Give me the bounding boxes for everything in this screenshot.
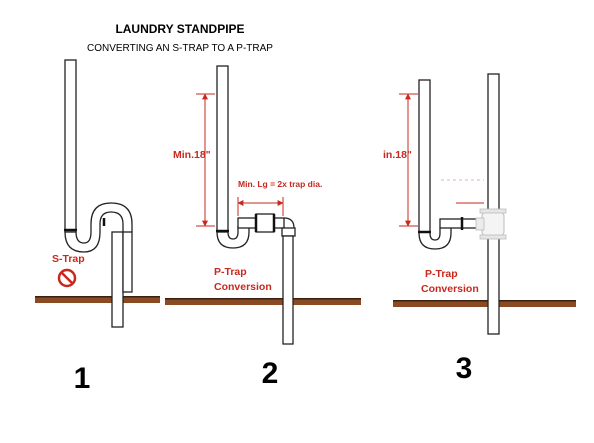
s-trap-label: S-Trap: [52, 253, 85, 265]
union-fitting: [255, 213, 275, 233]
drain-pipe: [111, 231, 124, 328]
floor-slab: [165, 298, 361, 305]
diagram-subtitle: CONVERTING AN S-TRAP TO A P-TRAP: [87, 43, 273, 54]
conversion-label: Conversion: [421, 283, 479, 295]
sanitary-tee-fitting: [475, 208, 507, 240]
standpipe: [216, 65, 229, 233]
p-trap-label: P-Trap: [214, 266, 247, 278]
p-trap-bend: [418, 228, 452, 250]
vent-stack: [487, 73, 500, 335]
step-number-1: 1: [74, 362, 91, 395]
step-number-2: 2: [262, 357, 279, 390]
conversion-label: Conversion: [214, 281, 272, 293]
min-height-label: in.18": [383, 149, 412, 161]
drain-pipe: [282, 235, 294, 345]
min-length-label: Min. Lg = 2x trap dia.: [238, 179, 322, 189]
no-symbol-icon: [57, 268, 77, 288]
floor-slab: [35, 296, 160, 303]
standpipe: [64, 59, 77, 233]
panel-2-p-trap: Min.18" Min. Lg = 2x trap dia. P-Trap Co…: [165, 65, 361, 390]
diagram-title: LAUNDRY STANDPIPE: [115, 22, 244, 36]
step-number-3: 3: [456, 352, 473, 385]
min-height-label: Min.18": [173, 149, 211, 161]
s-trap-bend: [64, 211, 124, 253]
p-trap-bend: [216, 226, 250, 249]
standpipe: [418, 79, 431, 233]
panel-3-p-trap-tee: in.18" P-Trap Conversion 3: [383, 73, 576, 385]
p-trap-label: P-Trap: [425, 268, 458, 280]
floor-slab: [393, 300, 576, 307]
panel-1-s-trap: S-Trap 1: [35, 59, 160, 395]
